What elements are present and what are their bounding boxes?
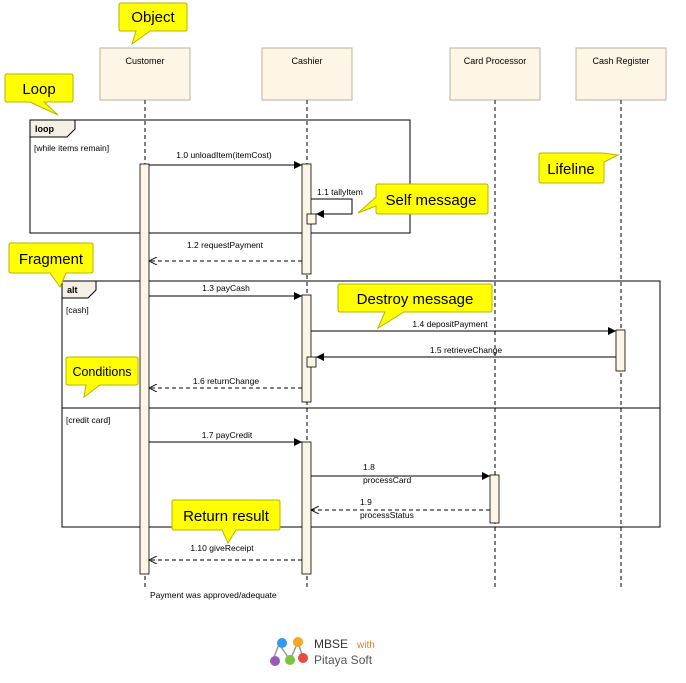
callout-conditions: Conditions [65, 356, 139, 399]
callout-self-message: Self message [357, 183, 489, 215]
message-label: 1.0 unloadItem(itemCost) [176, 150, 272, 160]
callout-self-message-text: Self message [386, 192, 477, 209]
message-label: 1.5 retrieveChange [430, 345, 503, 355]
message-return-change[interactable]: 1.6 returnChange [149, 376, 302, 388]
callout-fragment-text: Fragment [19, 251, 84, 268]
company-logo: MBSE with Pitaya Soft [270, 637, 375, 667]
message-process-card[interactable]: 1.8 processCard [311, 462, 490, 485]
callout-conditions-text: Conditions [72, 365, 131, 379]
loop-operator-label: loop [35, 124, 54, 134]
message-arrow [311, 198, 353, 218]
activation-card-processor [489, 474, 500, 524]
object-label-cashier: Cashier [291, 56, 322, 66]
callout-destroy-message-text: Destroy message [357, 291, 474, 308]
lifeline-card-processor[interactable]: Card Processor [449, 47, 541, 590]
message-label-number: 1.8 [363, 462, 375, 472]
message-label: 1.10 giveReceipt [190, 543, 254, 553]
message-label: 1.7 payCredit [202, 430, 253, 440]
activation-cash-register [615, 329, 626, 372]
callout-fragment: Fragment [8, 242, 94, 289]
message-label: 1.4 depositPayment [412, 319, 488, 329]
alt-frame [61, 280, 661, 528]
message-pay-credit[interactable]: 1.7 payCredit [149, 430, 302, 446]
activation-cashier-self [306, 213, 317, 225]
loop-frame [29, 119, 411, 234]
message-give-receipt[interactable]: 1.10 giveReceipt [149, 543, 302, 560]
message-retrieve-change[interactable]: 1.5 retrieveChange [316, 345, 616, 361]
message-pay-cash[interactable]: 1.3 payCash [149, 283, 302, 300]
message-deposit-payment[interactable]: 1.4 depositPayment [311, 319, 616, 335]
object-label-card-processor: Card Processor [464, 56, 527, 66]
callout-return-result-text: Return result [183, 508, 270, 525]
note-text: Payment was approved/adequate [150, 590, 277, 600]
alt-fragment[interactable]: alt [cash] [credit card] [61, 280, 661, 528]
molecule-logo-icon [270, 637, 308, 666]
callout-lifeline-text: Lifeline [547, 161, 595, 178]
message-tally-item[interactable]: 1.1 tallyItem [311, 187, 363, 218]
message-unload-item[interactable]: 1.0 unloadItem(itemCost) [149, 150, 302, 169]
alt-operator-tab [61, 280, 97, 299]
alt-guard-cash: [cash] [66, 305, 89, 315]
message-request-payment[interactable]: 1.2 requestPayment [149, 240, 302, 261]
callout-loop-text: Loop [22, 81, 55, 98]
message-label-name: processStatus [360, 510, 414, 520]
activation-cashier-2 [301, 294, 312, 403]
logo-with: with [356, 640, 375, 651]
message-label-name: processCard [363, 475, 411, 485]
logo-brand: MBSE [314, 637, 348, 651]
object-box-customer[interactable] [99, 47, 191, 101]
object-box-card-processor[interactable] [449, 47, 541, 101]
message-process-status[interactable]: 1.9 processStatus [311, 497, 490, 520]
message-label: 1.3 payCash [202, 283, 250, 293]
activation-cashier-nested [306, 356, 317, 368]
alt-operator-label: alt [67, 285, 78, 295]
callout-return-result: Return result [171, 499, 281, 545]
activation-customer [139, 163, 150, 575]
object-label-cash-register: Cash Register [592, 56, 649, 66]
alt-guard-credit-card: [credit card] [66, 415, 110, 425]
callout-object-text: Object [131, 9, 175, 26]
lifeline-cash-register[interactable]: Cash Register [575, 47, 667, 590]
loop-operator-tab [29, 119, 76, 138]
message-label-number: 1.9 [360, 497, 372, 507]
message-label: 1.2 requestPayment [187, 240, 264, 250]
logo-company: Pitaya Soft [314, 653, 373, 667]
callout-destroy-message: Destroy message [337, 283, 493, 330]
loop-fragment[interactable]: loop [while items remain] [29, 119, 411, 234]
activation-cashier-3 [301, 441, 312, 575]
object-label-customer: Customer [125, 56, 164, 66]
object-box-cashier[interactable] [261, 47, 353, 101]
callout-lifeline: Lifeline [538, 152, 620, 184]
callout-object: Object [118, 2, 188, 46]
loop-guard: [while items remain] [34, 143, 109, 153]
callout-loop: Loop [4, 73, 74, 116]
message-label: 1.1 tallyItem [317, 187, 363, 197]
message-label: 1.6 returnChange [193, 376, 259, 386]
